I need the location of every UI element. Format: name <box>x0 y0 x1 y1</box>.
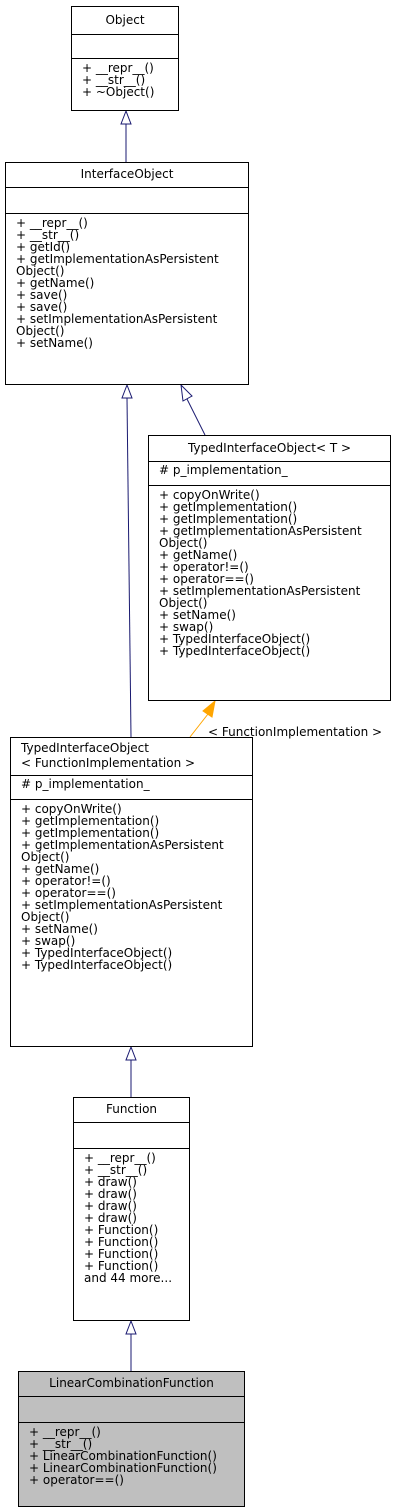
class-function[interactable]: Function + __repr__()+ __str__()+ draw()… <box>73 1097 190 1321</box>
class-member: Object() <box>21 910 70 924</box>
class-linearcombinationfunction-title: LinearCombinationFunction <box>19 1372 244 1397</box>
class-member: + getImplementationAsPersistent <box>21 838 224 852</box>
class-object[interactable]: Object + __repr__()+ __str__()+ ~Object(… <box>71 6 179 111</box>
class-member: + getName() <box>21 862 100 876</box>
class-member: + operator==() <box>29 1473 124 1487</box>
class-typedinterfaceobject-fi[interactable]: TypedInterfaceObject< FunctionImplementa… <box>10 737 253 1047</box>
class-member: + swap() <box>159 620 214 634</box>
class-member: + Function() <box>84 1247 159 1261</box>
class-typedinterfaceobject-t-attributes: # p_implementation_ <box>149 462 390 486</box>
class-member: Object() <box>159 536 208 550</box>
class-member: + copyOnWrite() <box>21 802 122 816</box>
class-line: # p_implementation_ <box>159 463 288 477</box>
class-member: + getId() <box>16 240 71 254</box>
arrowhead-function <box>125 1319 137 1335</box>
class-object-methods: + __repr__()+ __str__()+ ~Object() <box>72 59 178 100</box>
class-member: + getImplementationAsPersistent <box>159 524 362 538</box>
class-member: Object() <box>16 264 65 278</box>
class-member: + TypedInterfaceObject() <box>159 632 311 646</box>
class-member: + getName() <box>16 276 95 290</box>
class-member: + __repr__() <box>16 216 88 230</box>
class-member: + Function() <box>84 1223 159 1237</box>
class-member: + setName() <box>21 922 98 936</box>
class-member: + operator!=() <box>159 560 249 574</box>
arrowhead-template <box>202 699 216 718</box>
class-interfaceobject[interactable]: InterfaceObject + __repr__()+ __str__()+… <box>5 162 249 385</box>
class-function-methods: + __repr__()+ __str__()+ draw()+ draw()+… <box>74 1149 189 1286</box>
class-member: + operator!=() <box>21 874 111 888</box>
edge-typedinterfaceobject-t-interfaceobject <box>186 398 206 436</box>
class-typedinterfaceobject-fi-title: TypedInterfaceObject< FunctionImplementa… <box>11 738 252 776</box>
class-line: < FunctionImplementation > <box>21 756 196 770</box>
template-edge-label: < FunctionImplementation > <box>208 725 383 739</box>
class-typedinterfaceobject-t[interactable]: TypedInterfaceObject< T > # p_implementa… <box>148 435 391 701</box>
class-member: + __str__() <box>16 228 80 242</box>
class-member: + setName() <box>159 608 236 622</box>
class-typedinterfaceobject-fi-methods: + copyOnWrite()+ getImplementation()+ ge… <box>11 800 252 973</box>
class-object-title: Object <box>72 7 178 35</box>
class-member: Object() <box>159 596 208 610</box>
class-member: + setName() <box>16 336 93 350</box>
class-member: + getImplementation() <box>159 500 298 514</box>
class-member: + getName() <box>159 548 238 562</box>
class-member: + operator==() <box>159 572 254 586</box>
class-member: + save() <box>16 300 68 314</box>
class-member: + getImplementation() <box>21 814 160 828</box>
class-member: + __repr__() <box>82 61 154 75</box>
class-member: + Function() <box>84 1259 159 1273</box>
class-member: + draw() <box>84 1187 137 1201</box>
class-member: + operator==() <box>21 886 116 900</box>
class-member: + __str__() <box>82 73 146 87</box>
class-member: + ~Object() <box>82 85 155 99</box>
class-member: + TypedInterfaceObject() <box>21 946 173 960</box>
class-member: + draw() <box>84 1211 137 1225</box>
class-typedinterfaceobject-fi-attributes: # p_implementation_ <box>11 776 252 800</box>
class-member: + setImplementationAsPersistent <box>16 312 218 326</box>
class-object-attributes <box>72 35 178 59</box>
class-member: + setImplementationAsPersistent <box>159 584 361 598</box>
class-member: and 44 more... <box>84 1271 173 1285</box>
class-linearcombinationfunction[interactable]: LinearCombinationFunction + __repr__()+ … <box>18 1371 245 1507</box>
edge-template-binding <box>189 713 209 738</box>
class-interfaceobject-title: InterfaceObject <box>6 163 248 188</box>
class-function-attributes <box>74 1123 189 1149</box>
class-member: + __str__() <box>29 1437 93 1451</box>
class-member: + TypedInterfaceObject() <box>21 958 173 972</box>
class-member: + LinearCombinationFunction() <box>29 1449 217 1463</box>
edge-typedinterfaceobject-fi-interfaceobject <box>126 397 132 738</box>
class-member: + __repr__() <box>84 1151 156 1165</box>
class-linearcombinationfunction-attributes <box>19 1397 244 1423</box>
class-linearcombinationfunction-methods: + __repr__()+ __str__()+ LinearCombinati… <box>19 1423 244 1488</box>
arrowhead-interfaceobject-right <box>180 383 193 402</box>
class-member: Object() <box>16 324 65 338</box>
class-member: + LinearCombinationFunction() <box>29 1461 217 1475</box>
class-member: + swap() <box>21 934 76 948</box>
class-line: TypedInterfaceObject <box>21 741 149 755</box>
class-member: + getImplementation() <box>21 826 160 840</box>
class-member: + getImplementation() <box>159 512 298 526</box>
class-member: + __str__() <box>84 1163 148 1177</box>
class-member: + draw() <box>84 1199 137 1213</box>
class-member: + save() <box>16 288 68 302</box>
class-typedinterfaceobject-t-methods: + copyOnWrite()+ getImplementation()+ ge… <box>149 486 390 659</box>
class-member: + copyOnWrite() <box>159 488 260 502</box>
class-member: + __repr__() <box>29 1425 101 1439</box>
arrowhead-typedinterfaceobject-fi <box>125 1045 137 1061</box>
class-member: + Function() <box>84 1235 159 1249</box>
class-interfaceobject-methods: + __repr__()+ __str__()+ getId()+ getImp… <box>6 214 248 351</box>
class-line: # p_implementation_ <box>21 777 150 791</box>
class-member: + setImplementationAsPersistent <box>21 898 223 912</box>
arrowhead-interfaceobject-left <box>121 383 133 399</box>
class-member: + draw() <box>84 1175 137 1189</box>
class-member: Object() <box>21 850 70 864</box>
class-typedinterfaceobject-t-title: TypedInterfaceObject< T > <box>149 436 390 462</box>
class-member: + TypedInterfaceObject() <box>159 644 311 658</box>
class-interfaceobject-attributes <box>6 188 248 214</box>
arrowhead-object <box>120 109 132 125</box>
class-member: + getImplementationAsPersistent <box>16 252 219 266</box>
class-function-title: Function <box>74 1098 189 1123</box>
